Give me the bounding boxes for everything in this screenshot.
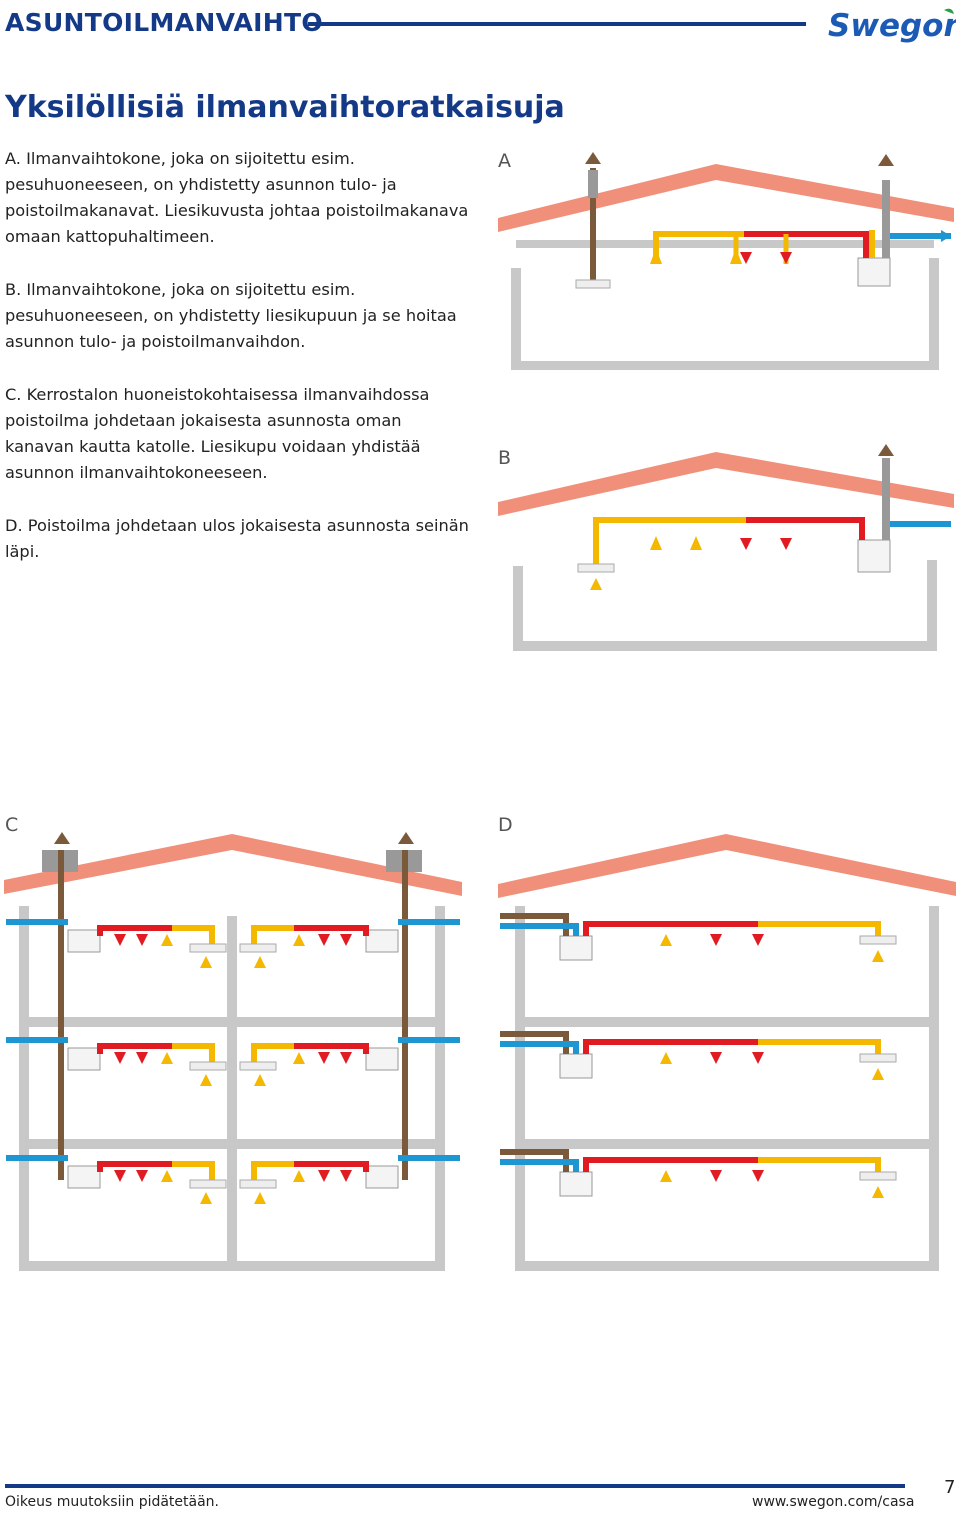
section-title: ASUNTOILMANVAIHTO — [5, 8, 323, 37]
paragraph-b: B. Ilmanvaihtokone, joka on sijoitettu e… — [5, 280, 457, 351]
diagram-d — [496, 834, 956, 1271]
header-rule — [308, 22, 806, 26]
diagram-b-label: B — [498, 447, 512, 469]
paragraph-c: C. Kerrostalon huoneistokohtaisessa ilma… — [5, 385, 430, 482]
diagram-c — [2, 832, 464, 1271]
swegon-logo: Swegon — [828, 8, 956, 44]
diagram-a-label: A — [498, 150, 511, 172]
diagram-c-label: C — [5, 814, 19, 836]
svg-text:Swegon: Swegon — [828, 8, 956, 44]
paragraph-d: D. Poistoilma johdetaan ulos jokaisesta … — [5, 516, 469, 561]
footer-rule — [5, 1484, 905, 1488]
page-number: 7 — [944, 1477, 956, 1498]
diagram-a — [498, 152, 954, 370]
paragraph-a: A. Ilmanvaihtokone, joka on sijoitettu e… — [5, 149, 469, 246]
page-title: Yksilöllisiä ilmanvaihtoratkaisuja — [5, 90, 565, 125]
footer-disclaimer: Oikeus muutoksiin pidätetään. — [5, 1494, 220, 1510]
footer-url[interactable]: www.swegon.com/casa — [752, 1494, 915, 1510]
diagram-d-label: D — [498, 814, 513, 836]
diagram-b — [498, 444, 954, 651]
